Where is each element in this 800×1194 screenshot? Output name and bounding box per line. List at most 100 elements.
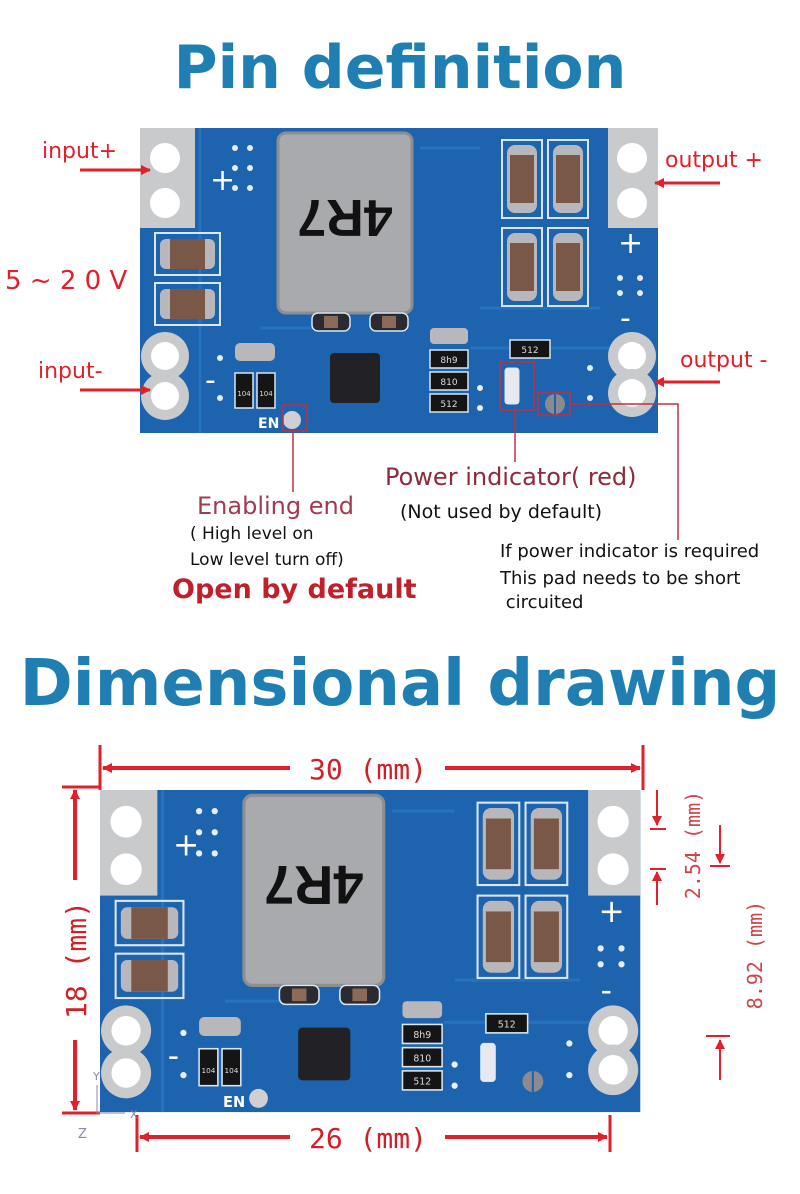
via bbox=[247, 165, 253, 171]
mounting-hole bbox=[598, 1015, 628, 1046]
pad-note-line2: This pad needs to be short bbox=[500, 568, 741, 589]
minus-silkscreen: - bbox=[168, 1038, 179, 1074]
resistor-code: 810 bbox=[413, 1053, 431, 1064]
resistor bbox=[509, 339, 551, 359]
via bbox=[247, 145, 253, 151]
resistor bbox=[429, 349, 469, 369]
width-holes-label: 26 (mm) bbox=[309, 1122, 427, 1155]
resistor-code: 104 bbox=[224, 1066, 238, 1075]
capacitor bbox=[485, 911, 511, 963]
mounting-hole bbox=[597, 805, 629, 838]
mounting-hole bbox=[618, 379, 646, 407]
resistor bbox=[221, 1047, 242, 1087]
pad-note-line3: circuited bbox=[500, 592, 584, 613]
capacitor-outline bbox=[114, 899, 185, 947]
inductor-marking: 4R7 bbox=[297, 188, 392, 246]
capacitor bbox=[556, 155, 580, 203]
via bbox=[195, 850, 203, 857]
resistor bbox=[234, 372, 254, 409]
pad-note-line1: If power indicator is required bbox=[500, 541, 760, 562]
capacitor bbox=[485, 818, 511, 870]
plus-silkscreen: + bbox=[599, 894, 625, 930]
resistor-code: 104 bbox=[202, 1066, 216, 1075]
capacitor-outline bbox=[476, 801, 521, 887]
resistor-code: 104 bbox=[259, 390, 273, 398]
via bbox=[232, 185, 238, 191]
capacitor bbox=[556, 243, 580, 291]
axis-indicator-icon bbox=[96, 1085, 125, 1114]
pin-spacing-label: 8.92 (mm) bbox=[743, 901, 767, 1009]
mounting-hole bbox=[110, 805, 142, 838]
capacitor-outline bbox=[547, 227, 589, 307]
via bbox=[587, 395, 593, 401]
en-pad-highlight bbox=[282, 404, 308, 432]
via bbox=[211, 850, 218, 857]
en-silkscreen: EN bbox=[223, 1094, 245, 1111]
minus-silkscreen: - bbox=[601, 973, 612, 1009]
plus-silkscreen: + bbox=[210, 163, 235, 198]
small-capacitor-body bbox=[324, 316, 338, 328]
power-led bbox=[504, 367, 520, 405]
power-indicator-note: (Not used by default) bbox=[400, 501, 603, 523]
via bbox=[180, 1071, 187, 1079]
mounting-hole bbox=[617, 188, 647, 218]
dimensional-drawing-title: Dimensional drawing bbox=[19, 647, 781, 721]
via bbox=[618, 961, 625, 968]
small-capacitor bbox=[430, 328, 468, 344]
capacitor-outline bbox=[547, 139, 589, 219]
via bbox=[618, 945, 625, 952]
via bbox=[247, 185, 253, 191]
via bbox=[597, 945, 604, 952]
small-capacitor-body bbox=[382, 316, 396, 328]
capacitor-outline bbox=[114, 952, 185, 1000]
capacitor bbox=[533, 818, 559, 870]
pin-definition-title: Pin definition bbox=[173, 33, 627, 103]
resistor bbox=[401, 1070, 443, 1091]
via bbox=[211, 829, 218, 836]
plus-silkscreen: + bbox=[618, 226, 643, 261]
enable-pad bbox=[249, 1088, 268, 1108]
capacitor bbox=[170, 239, 205, 269]
via bbox=[451, 1082, 458, 1089]
via bbox=[617, 275, 623, 281]
en-silkscreen: EN bbox=[258, 416, 279, 432]
via bbox=[217, 355, 223, 361]
resistor bbox=[198, 1047, 219, 1087]
resistor-code: 512 bbox=[498, 1020, 516, 1031]
via bbox=[597, 961, 604, 968]
enabling-end-label: Enabling end bbox=[197, 492, 354, 520]
via bbox=[617, 290, 623, 296]
capacitor bbox=[170, 289, 205, 319]
capacitor bbox=[131, 907, 168, 939]
mounting-hole bbox=[617, 143, 647, 173]
via bbox=[637, 275, 643, 281]
capacitor-outline bbox=[476, 894, 521, 980]
resistor-code: 8h9 bbox=[440, 356, 457, 366]
small-capacitor-body bbox=[352, 988, 368, 1002]
mounting-hole bbox=[111, 1058, 141, 1088]
capacitor bbox=[510, 243, 534, 291]
capacitor-outline bbox=[524, 894, 569, 980]
capacitor-outline bbox=[524, 801, 569, 887]
mounting-hole bbox=[598, 1055, 628, 1085]
small-capacitor bbox=[199, 1017, 241, 1037]
capacitor-outline bbox=[501, 227, 543, 307]
input-voltage-label: 5 ~ 2 0 V bbox=[5, 266, 128, 296]
via bbox=[637, 290, 643, 296]
via bbox=[232, 165, 238, 171]
power-led bbox=[480, 1042, 496, 1082]
resistor-code: 810 bbox=[440, 378, 457, 388]
via bbox=[451, 1061, 458, 1068]
regulator-ic bbox=[330, 353, 380, 403]
minus-silkscreen: - bbox=[620, 301, 631, 336]
via bbox=[566, 1071, 573, 1079]
via bbox=[180, 1029, 187, 1037]
mounting-hole bbox=[597, 853, 629, 886]
regulator-ic bbox=[298, 1027, 351, 1081]
mounting-hole bbox=[110, 853, 142, 886]
small-capacitor bbox=[402, 1001, 443, 1019]
small-capacitor-body bbox=[291, 988, 307, 1002]
via bbox=[217, 395, 223, 401]
resistor bbox=[485, 1013, 529, 1034]
